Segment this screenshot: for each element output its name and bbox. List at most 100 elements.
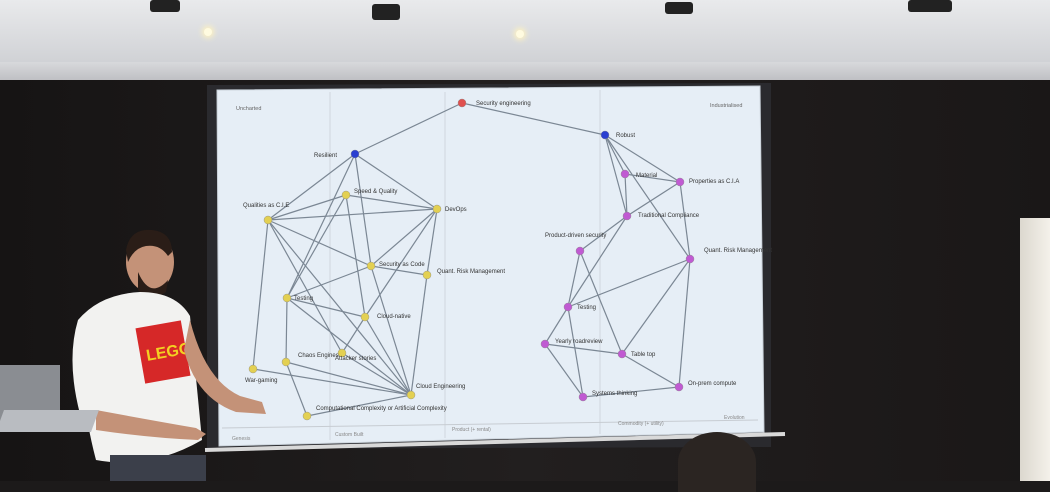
- node-label-table-top: Table top: [631, 352, 656, 358]
- node-devops: [432, 204, 442, 214]
- edge-devops-cloud-native: [364, 208, 438, 318]
- node-product-driven: [575, 246, 585, 256]
- diagram-edges: [252, 102, 691, 417]
- edge-testing-left-cloud-engineering: [286, 297, 412, 396]
- edge-quant-risk-left-cloud-engineering: [410, 274, 428, 396]
- node-table-top: [617, 349, 627, 359]
- diagram-nodes: [248, 98, 695, 421]
- shirt-logo: [135, 320, 191, 384]
- ceiling-light: [150, 0, 180, 12]
- node-label-on-prem: On-prem compute: [688, 381, 737, 387]
- node-qualities: [263, 215, 273, 225]
- edge-material-properties: [624, 173, 681, 183]
- edge-material-traditional: [624, 173, 628, 217]
- edge-table-top-quant-risk-right: [621, 258, 691, 355]
- node-label-product-driven: Product-driven security: [545, 233, 606, 239]
- edge-resilient-qualities: [267, 153, 356, 221]
- edge-resilient-security-as-code: [354, 153, 372, 267]
- edge-robust-traditional: [604, 134, 628, 217]
- node-chaos-engines: [281, 357, 291, 367]
- ceiling-spotlight: [204, 28, 212, 36]
- presenter-pants: [110, 455, 206, 481]
- node-label-testing-left: Testing: [294, 296, 313, 302]
- node-label-yearly: Yearly roadreview: [555, 339, 603, 345]
- node-label-cloud-native: Cloud-native: [377, 314, 411, 320]
- ceiling-spotlight: [516, 30, 524, 38]
- edge-security-as-code-cloud-engineering: [370, 265, 412, 396]
- edge-traditional-testing-right: [567, 215, 628, 308]
- node-label-chaos-engines: Chaos Engines: [298, 353, 339, 359]
- node-label-robust: Robust: [616, 133, 635, 139]
- edge-robust-properties: [604, 134, 681, 183]
- node-label-quant-risk-right: Quant. Risk Management: [704, 248, 772, 254]
- edge-testing-left-chaos-engines: [285, 297, 288, 363]
- edge-chaos-engines-cloud-engineering: [285, 361, 412, 396]
- edge-traditional-product-driven: [579, 215, 628, 252]
- evolution-label-evolution: Evolution: [724, 415, 745, 421]
- node-label-devops: DevOps: [445, 207, 467, 213]
- edge-properties-quant-risk-right: [679, 181, 691, 260]
- node-speed-quality: [341, 190, 351, 200]
- ceiling-strip: [0, 62, 1050, 80]
- node-security-as-code: [366, 261, 376, 271]
- audience-head: [678, 432, 756, 492]
- edge-cloud-native-cloud-engineering: [364, 316, 412, 396]
- node-label-systems-thinking: Systems thinking: [592, 391, 637, 397]
- node-label-security-engineering: Security engineering: [476, 101, 531, 107]
- edge-devops-quant-risk-left: [426, 208, 438, 276]
- node-label-traditional: Traditional Compliance: [638, 213, 700, 219]
- flipchart: [1020, 218, 1050, 481]
- edge-table-top-on-prem: [621, 353, 680, 388]
- ceiling-light: [665, 2, 693, 14]
- edge-security-as-code-quant-risk-left: [370, 265, 428, 276]
- edge-yearly-table-top: [544, 343, 623, 355]
- node-yearly: [540, 339, 550, 349]
- node-security-engineering: [457, 98, 467, 108]
- node-label-cloud-engineering: Cloud Engineering: [416, 384, 465, 390]
- corner-label-left: Uncharted: [236, 106, 261, 112]
- edge-security-as-code-testing-left: [286, 265, 372, 299]
- edge-speed-quality-devops: [345, 194, 438, 210]
- evolution-label-custom: Custom Built: [335, 432, 364, 438]
- edge-product-driven-table-top: [579, 250, 623, 355]
- edge-qualities-security-as-code: [267, 219, 372, 267]
- ceiling-light: [908, 0, 952, 12]
- edge-speed-quality-cloud-native: [345, 194, 366, 318]
- node-testing-right: [563, 302, 573, 312]
- node-label-attacker-stories: Attacker stories: [335, 356, 376, 362]
- edge-robust-material: [604, 134, 626, 175]
- node-war-gaming: [248, 364, 258, 374]
- node-label-computational: Computational Complexity or Artificial C…: [316, 406, 447, 412]
- edge-testing-right-systems-thinking: [567, 306, 584, 398]
- evolution-label-genesis: Genesis: [232, 436, 251, 442]
- edge-security-engineering-resilient: [354, 102, 463, 155]
- presenter: LEGO: [72, 229, 266, 481]
- node-robust: [600, 130, 610, 140]
- node-quant-risk-left: [422, 270, 432, 280]
- projected-slide: Security engineeringResilientRobustQuali…: [204, 85, 786, 452]
- ceiling-light: [372, 4, 400, 20]
- screen-bottom-bar: [204, 432, 786, 452]
- node-properties: [675, 177, 685, 187]
- node-label-properties: Properties as C.I.A: [689, 179, 739, 185]
- edge-qualities-cloud-engineering: [267, 219, 412, 396]
- edge-cloud-native-attacker-stories: [341, 316, 366, 354]
- edge-qualities-war-gaming: [252, 219, 269, 370]
- edge-qualities-speed-quality: [267, 194, 347, 221]
- node-cloud-native: [360, 312, 370, 322]
- node-label-testing-right: Testing: [577, 305, 596, 311]
- edge-qualities-devops: [267, 208, 438, 221]
- node-label-qualities: Qualities as C.I.E: [243, 203, 289, 209]
- node-label-security-as-code: Security as Code: [379, 262, 425, 268]
- node-label-war-gaming: War-gaming: [245, 378, 277, 384]
- edge-systems-thinking-on-prem: [582, 386, 680, 398]
- edge-yearly-systems-thinking: [544, 343, 584, 398]
- presenter-arm: [184, 320, 266, 414]
- node-label-speed-quality: Speed & Quality: [354, 189, 397, 195]
- corner-label-right: Industrialised: [710, 103, 742, 109]
- podium-top: [0, 410, 100, 432]
- evolution-label-product: Product (+ rental): [452, 427, 491, 433]
- edge-resilient-devops: [354, 153, 438, 210]
- node-label-material: Material: [636, 173, 657, 179]
- edge-war-gaming-cloud-engineering: [252, 368, 412, 396]
